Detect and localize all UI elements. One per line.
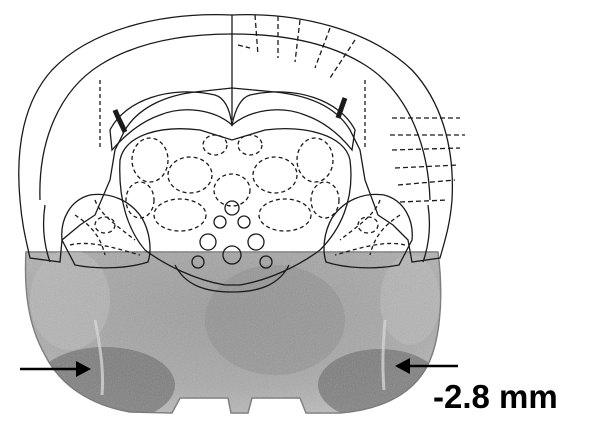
- atlas-diagram: [19, 15, 465, 292]
- left-hippocampus: [110, 92, 232, 150]
- coronal-level-label: -2.8 mm: [433, 378, 558, 416]
- inner-cortex-line: [40, 34, 430, 200]
- tissue-section: [20, 250, 450, 423]
- amygdala-subdivisions: [70, 200, 405, 255]
